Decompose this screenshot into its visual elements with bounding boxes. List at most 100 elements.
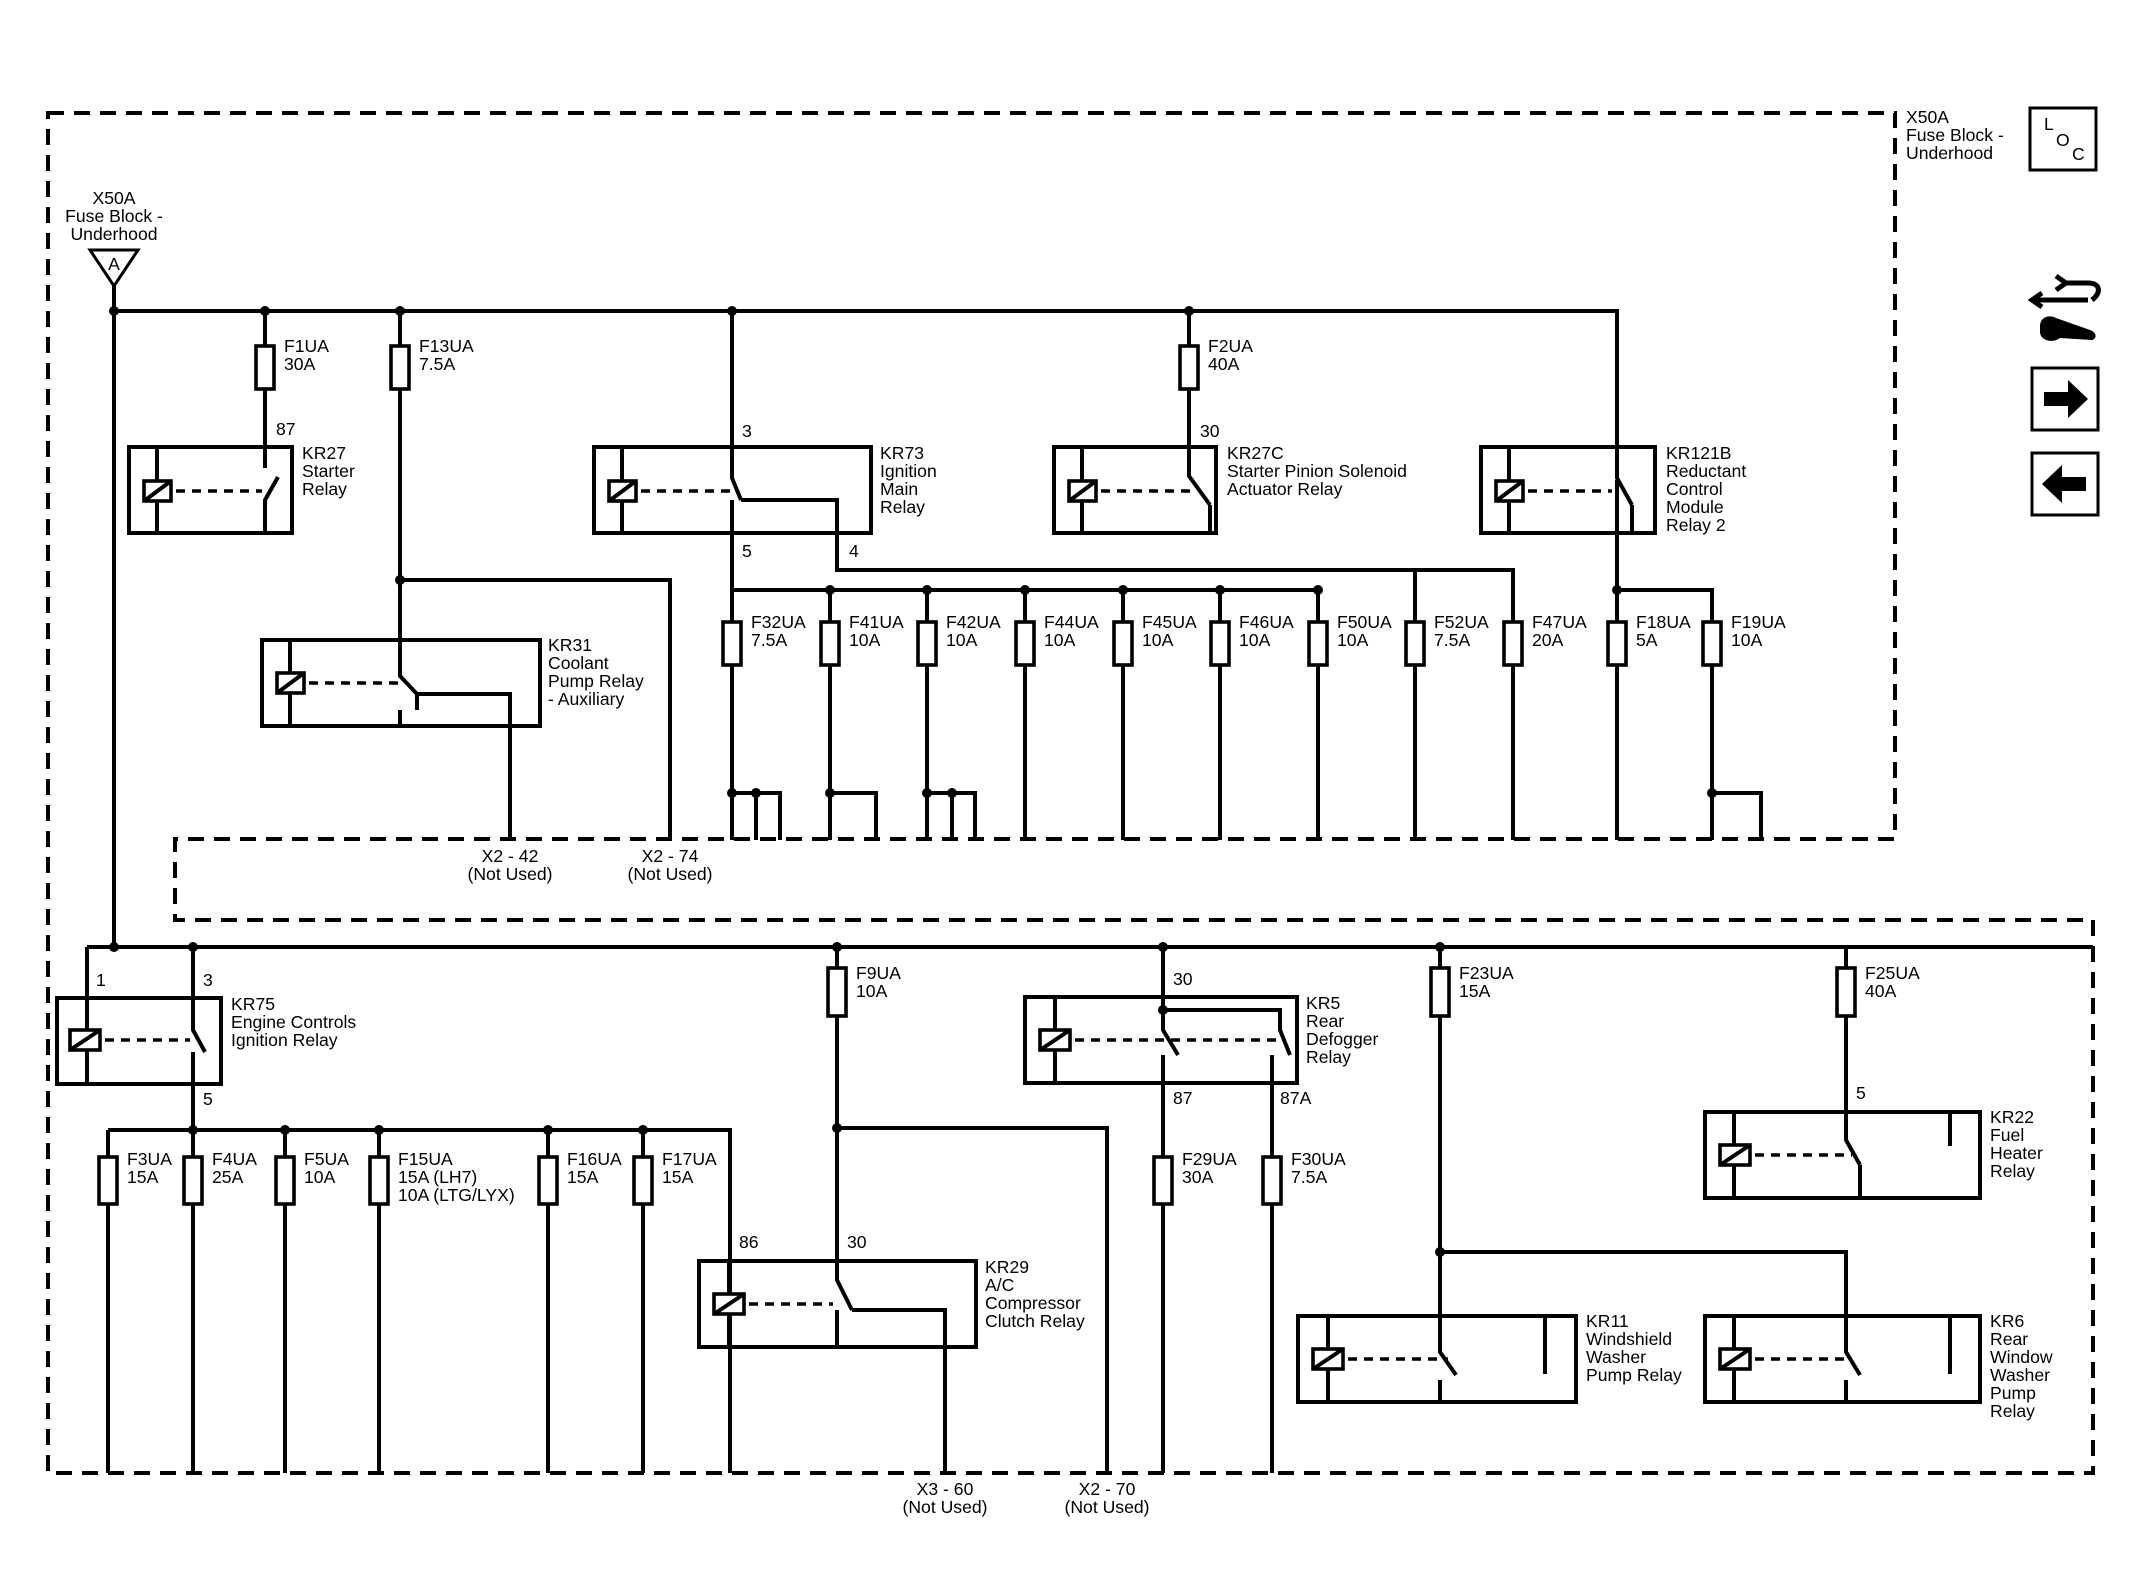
- svg-text:Fuse Block -: Fuse Block -: [1906, 125, 2004, 145]
- svg-text:15A: 15A: [1459, 981, 1491, 1001]
- svg-text:10A: 10A: [1044, 630, 1076, 650]
- loc-icon[interactable]: L O C: [2028, 106, 2098, 172]
- svg-text:Relay: Relay: [1990, 1161, 2035, 1181]
- svg-text:KR29: KR29: [985, 1257, 1029, 1277]
- svg-text:15A: 15A: [567, 1167, 599, 1187]
- svg-text:87: 87: [276, 419, 296, 439]
- svg-text:7.5A: 7.5A: [419, 354, 455, 374]
- svg-text:7.5A: 7.5A: [1291, 1167, 1327, 1187]
- svg-text:Relay 2: Relay 2: [1666, 515, 1726, 535]
- svg-text:Relay: Relay: [1306, 1047, 1351, 1067]
- svg-text:F9UA: F9UA: [856, 963, 901, 983]
- svg-text:Coolant: Coolant: [548, 653, 609, 673]
- svg-text:10A: 10A: [946, 630, 978, 650]
- terminal-x2-74: X2 - 74 (Not Used): [627, 846, 712, 884]
- svg-text:15A: 15A: [127, 1167, 159, 1187]
- svg-text:F23UA: F23UA: [1459, 963, 1514, 983]
- svg-text:10A: 10A: [849, 630, 881, 650]
- svg-text:F13UA: F13UA: [419, 336, 474, 356]
- svg-text:F52UA: F52UA: [1434, 612, 1489, 632]
- svg-text:10A: 10A: [1142, 630, 1174, 650]
- svg-text:Reductant: Reductant: [1666, 461, 1746, 481]
- svg-text:F46UA: F46UA: [1239, 612, 1294, 632]
- svg-text:Windshield: Windshield: [1586, 1329, 1672, 1349]
- svg-text:5: 5: [742, 541, 752, 561]
- svg-text:30: 30: [847, 1232, 867, 1252]
- svg-text:O: O: [2056, 130, 2070, 150]
- svg-text:F4UA: F4UA: [212, 1149, 257, 1169]
- svg-text:F45UA: F45UA: [1142, 612, 1197, 632]
- svg-text:F2UA: F2UA: [1208, 336, 1253, 356]
- relay-kr22: 5 KR22 Fuel Heater Relay: [1703, 1083, 2043, 1200]
- svg-text:X50A: X50A: [1906, 107, 1949, 127]
- svg-text:F15UA: F15UA: [398, 1149, 453, 1169]
- wiring: [85, 286, 2093, 1473]
- relay-kr75: 1 3 5 KR75 Engine Controls Ignition Rela…: [55, 970, 356, 1109]
- fuse-block-boundary-upper: [46, 111, 2095, 1475]
- svg-text:Washer: Washer: [1586, 1347, 1646, 1367]
- x50a-connector-label: X50A Fuse Block - Underhood: [65, 188, 163, 244]
- svg-text:10A: 10A: [304, 1167, 336, 1187]
- svg-text:15A (LH7): 15A (LH7): [398, 1167, 477, 1187]
- svg-text:5A: 5A: [1636, 630, 1658, 650]
- symbol-wrench-arrow-icon[interactable]: [2027, 273, 2101, 341]
- svg-text:F16UA: F16UA: [567, 1149, 622, 1169]
- svg-text:F30UA: F30UA: [1291, 1149, 1346, 1169]
- svg-text:Fuel: Fuel: [1990, 1125, 2024, 1145]
- svg-text:KR27: KR27: [302, 443, 346, 463]
- svg-text:X2 - 42: X2 - 42: [482, 846, 539, 866]
- svg-text:10A (LTG/LYX): 10A (LTG/LYX): [398, 1185, 515, 1205]
- svg-text:1: 1: [96, 970, 106, 990]
- svg-text:(Not Used): (Not Used): [467, 864, 552, 884]
- svg-text:C: C: [2072, 144, 2085, 164]
- svg-text:Control: Control: [1666, 479, 1723, 499]
- svg-text:15A: 15A: [662, 1167, 694, 1187]
- svg-text:Engine Controls: Engine Controls: [231, 1012, 356, 1032]
- svg-text:Rear: Rear: [1990, 1329, 2028, 1349]
- svg-text:10A: 10A: [1337, 630, 1369, 650]
- svg-text:7.5A: 7.5A: [751, 630, 787, 650]
- svg-text:Window: Window: [1990, 1347, 2053, 1367]
- svg-text:87: 87: [1173, 1088, 1193, 1108]
- svg-text:KR73: KR73: [880, 443, 924, 463]
- svg-text:F32UA: F32UA: [751, 612, 806, 632]
- relay-kr5: 30 87 87A KR5 Rear Defogger Relay: [1023, 969, 1379, 1108]
- svg-text:10A: 10A: [856, 981, 888, 1001]
- relay-kr29: 86 30 KR29 A/C Compressor Clutch Relay: [697, 1232, 1085, 1349]
- svg-text:Washer: Washer: [1990, 1365, 2050, 1385]
- relay-kr121b: KR121B Reductant Control Module Relay 2: [1479, 443, 1746, 535]
- svg-text:20A: 20A: [1532, 630, 1564, 650]
- svg-text:F1UA: F1UA: [284, 336, 329, 356]
- svg-text:Ignition: Ignition: [880, 461, 937, 481]
- svg-text:Pump: Pump: [1990, 1383, 2036, 1403]
- splice-dots: [109, 306, 1717, 1257]
- svg-text:Relay: Relay: [302, 479, 347, 499]
- svg-text:KR11: KR11: [1586, 1311, 1629, 1331]
- svg-text:F47UA: F47UA: [1532, 612, 1587, 632]
- svg-text:Compressor: Compressor: [985, 1293, 1081, 1313]
- relay-kr27c: 30 KR27C Starter Pinion Solenoid Actuato…: [1052, 421, 1407, 535]
- terminal-x2-42: X2 - 42 (Not Used): [467, 846, 552, 884]
- svg-text:Relay: Relay: [880, 497, 925, 517]
- relay-kr31: KR31 Coolant Pump Relay - Auxiliary: [260, 635, 644, 728]
- next-page-arrow-icon[interactable]: [2030, 366, 2100, 432]
- svg-text:Module: Module: [1666, 497, 1724, 517]
- previous-page-arrow-icon[interactable]: [2030, 451, 2100, 517]
- svg-text:87A: 87A: [1280, 1088, 1312, 1108]
- svg-text:X50A: X50A: [92, 188, 135, 208]
- svg-text:X2 - 74: X2 - 74: [642, 846, 699, 866]
